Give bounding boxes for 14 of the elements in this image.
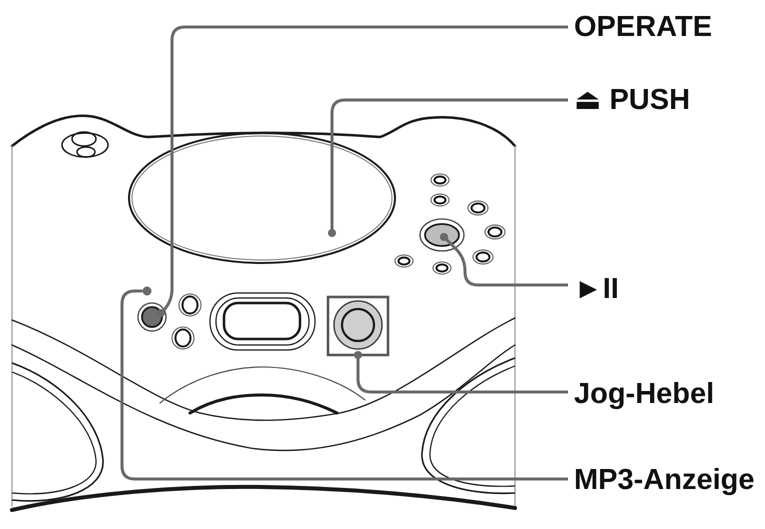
jog-dial [326, 296, 390, 356]
power-button [137, 302, 167, 332]
callout-label: ⏏ PUSH [574, 84, 690, 116]
indicator-lamp [142, 286, 152, 296]
leader-line [440, 232, 568, 286]
play-button [419, 218, 465, 252]
leader-line [156, 26, 568, 318]
leader-line [328, 98, 568, 238]
callout-label: Jog-Hebel [574, 378, 714, 410]
callout-label: OPERATE [574, 11, 712, 43]
disc-lid [128, 132, 396, 264]
callout-label: ►II [574, 273, 619, 305]
callout-label: MP3-Anzeige [574, 464, 754, 496]
leader-line [354, 350, 568, 394]
